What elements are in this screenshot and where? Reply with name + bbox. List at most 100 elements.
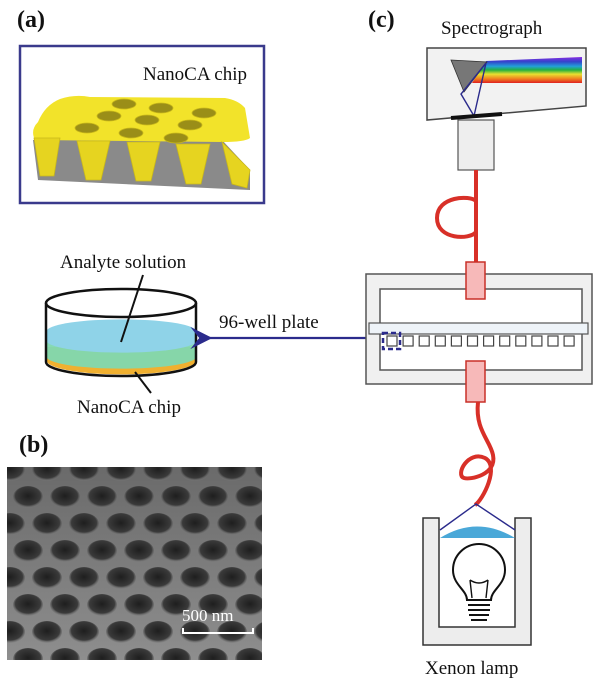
- xenon-lamp-label: Xenon lamp: [425, 658, 518, 679]
- sem-pit: [7, 513, 25, 535]
- well: [563, 335, 575, 347]
- sem-pit: [87, 648, 117, 660]
- sem-pit: [13, 486, 43, 508]
- nanoca-chip-illustration: [33, 95, 251, 190]
- sem-pit: [69, 513, 99, 535]
- sem-pit: [124, 648, 154, 660]
- sem-pit: [161, 594, 191, 616]
- sem-pit: [180, 513, 210, 535]
- well: [499, 335, 511, 347]
- sem-pit: [32, 467, 62, 481]
- sem-pit: [161, 486, 191, 508]
- sem-pit: [87, 540, 117, 562]
- sem-pit: [13, 648, 43, 660]
- dish-rim: [44, 287, 198, 319]
- well: [466, 335, 479, 347]
- lamp-housing: [422, 517, 532, 646]
- well-plate-label: 96-well plate: [219, 312, 319, 333]
- scale-bar: [182, 628, 254, 634]
- sem-pit: [254, 568, 262, 588]
- entrance-slit: [450, 112, 503, 120]
- nanoca-chip-label: NanoCA chip: [77, 397, 181, 418]
- sem-pit: [143, 567, 173, 589]
- sem-pit: [13, 594, 43, 616]
- sem-pit: [124, 486, 154, 508]
- sample-chamber: [365, 261, 593, 403]
- sem-pit: [198, 540, 228, 562]
- sem-pit: [198, 594, 228, 616]
- sem-pit: [69, 621, 99, 643]
- sem-pit: [272, 594, 302, 616]
- well-plate-strip: [368, 322, 589, 335]
- analyte-surface: [47, 319, 196, 353]
- panel-c-label: (c): [368, 7, 395, 33]
- sem-pit: [32, 567, 62, 589]
- sem-pit: [50, 540, 80, 562]
- sem-pit: [50, 486, 80, 508]
- sem-pit: [7, 467, 25, 481]
- sem-pit: [143, 513, 173, 535]
- sem-pit: [69, 567, 99, 589]
- sem-pit: [161, 648, 191, 660]
- panel-a-label: (a): [17, 7, 45, 33]
- sem-pit: [180, 467, 210, 481]
- well: [547, 335, 559, 347]
- sem-pit: [235, 540, 262, 562]
- well: [483, 335, 495, 347]
- scale-bar-label: 500 nm: [182, 606, 233, 625]
- detector-box: [457, 119, 495, 171]
- optical-fiber-upper: [434, 170, 478, 262]
- highlighted-well: [381, 331, 402, 351]
- spectrum-band: [472, 57, 582, 83]
- xenon-lamp: [422, 503, 532, 646]
- spectrograph-label: Spectrograph: [441, 18, 543, 39]
- chip-holes: [74, 98, 217, 144]
- sem-pit: [7, 621, 25, 643]
- sem-pit: [106, 621, 136, 643]
- well: [434, 335, 446, 347]
- sem-pit: [143, 467, 173, 481]
- sem-pit: [161, 540, 191, 562]
- light-path: [460, 62, 487, 117]
- analyte-dish: [44, 287, 198, 378]
- fiber-holder-top: [465, 261, 486, 300]
- sem-pit: [106, 513, 136, 535]
- sem-pit: [272, 648, 302, 670]
- nanoca-chip-frame: NanoCA chip: [18, 44, 266, 205]
- analyte-pointer-line: [120, 274, 144, 343]
- spectrograph: [426, 47, 587, 171]
- sem-pit: [13, 540, 43, 562]
- sem-pit: [87, 594, 117, 616]
- sem-pit: [106, 567, 136, 589]
- sem-pit: [69, 467, 99, 481]
- sem-pit: [124, 540, 154, 562]
- sem-pit: [235, 648, 262, 660]
- chip-title: NanoCA chip: [143, 64, 247, 85]
- well: [450, 335, 462, 347]
- sem-pit: [217, 513, 247, 535]
- sem-pit: [124, 594, 154, 616]
- sem-pit: [32, 621, 62, 643]
- fiber-holder-bottom: [465, 360, 486, 403]
- sem-pit: [143, 621, 173, 643]
- well: [418, 335, 430, 347]
- sem-pit: [198, 486, 228, 508]
- well: [402, 335, 414, 347]
- sem-pit: [180, 567, 210, 589]
- focus-cone: [439, 503, 516, 531]
- well: [515, 335, 527, 347]
- sem-pit: [235, 486, 262, 508]
- optical-fiber-lower: [459, 401, 496, 507]
- sem-pit: [198, 648, 228, 660]
- light-bulb-icon: [451, 543, 507, 621]
- sem-pit: [254, 467, 262, 480]
- sem-pit: [254, 622, 262, 642]
- well: [531, 335, 543, 347]
- sem-pit: [254, 514, 262, 534]
- sem-image: 500 nm: [7, 467, 302, 670]
- well: [386, 335, 398, 347]
- sem-pit: [7, 567, 25, 589]
- sem-pit: [50, 594, 80, 616]
- sem-pit: [106, 467, 136, 481]
